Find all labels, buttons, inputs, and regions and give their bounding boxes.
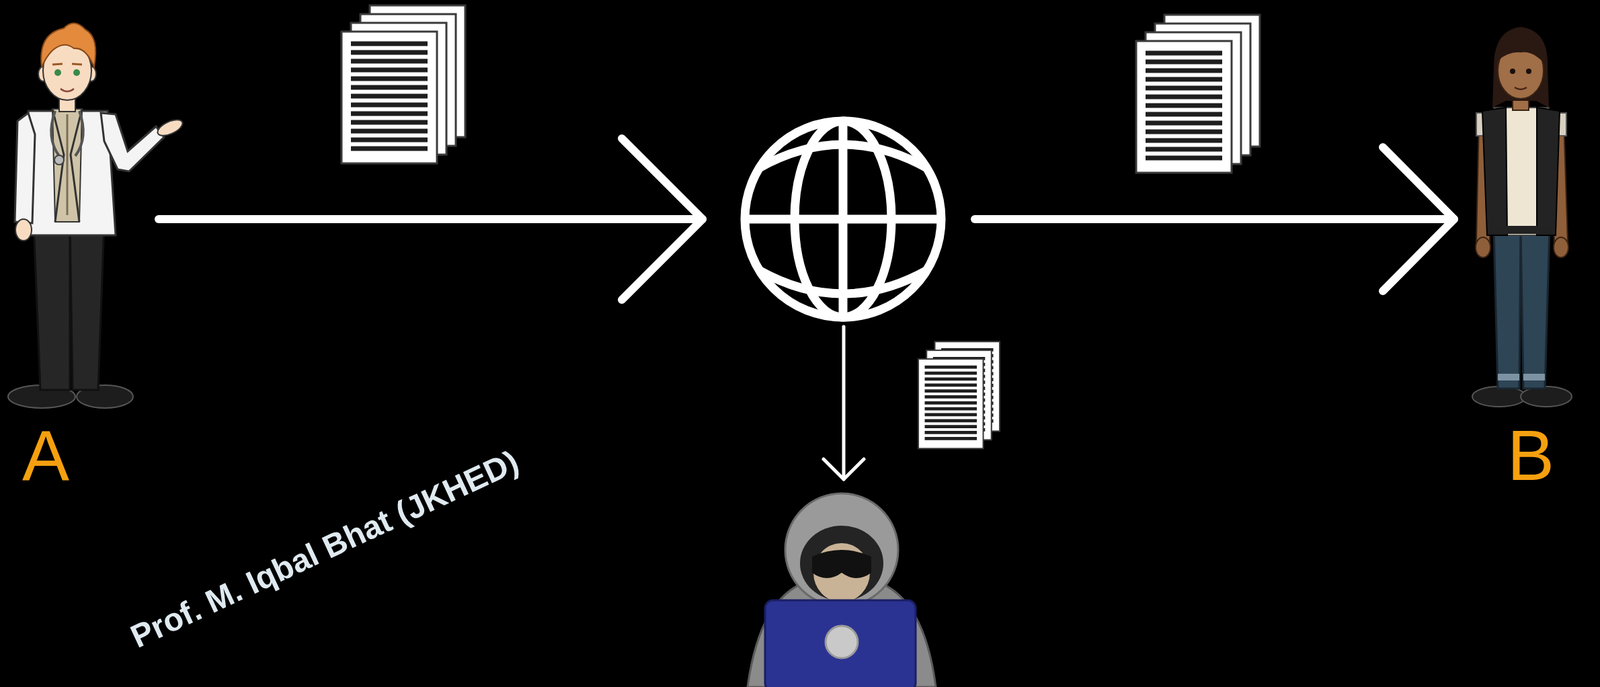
globe-node [739,115,947,323]
document-stack [918,341,1000,449]
globe-latitude [758,270,928,294]
arrow-head [621,138,703,300]
globe-equator [744,215,942,224]
arrow-connector [158,138,703,300]
document-page [1136,41,1232,173]
document-stack [341,5,466,164]
globe-outline [744,121,942,318]
attacker-node [746,485,942,687]
document-page [918,358,984,449]
arrow-line [842,326,846,480]
globe-latitude [758,144,928,169]
arrow-line [974,215,1455,224]
arrow-connector [974,147,1455,292]
arrow-line [158,215,703,224]
hacker-figure [747,493,936,687]
person-node: B [1458,20,1594,505]
arrow-head [823,459,864,480]
node-letter: A [0,420,113,491]
person-node: A [0,20,156,505]
document-page [341,31,437,164]
arrow-connector [823,326,864,480]
arrow-head [1382,147,1455,292]
node-letter: B [1463,420,1598,491]
doctor-figure [8,22,185,409]
globe-icon [744,121,942,318]
document-stack [1136,14,1260,173]
watermark: Prof. M. Iqbal Bhat (JKHED) [126,445,524,653]
person-figure [1472,26,1572,407]
